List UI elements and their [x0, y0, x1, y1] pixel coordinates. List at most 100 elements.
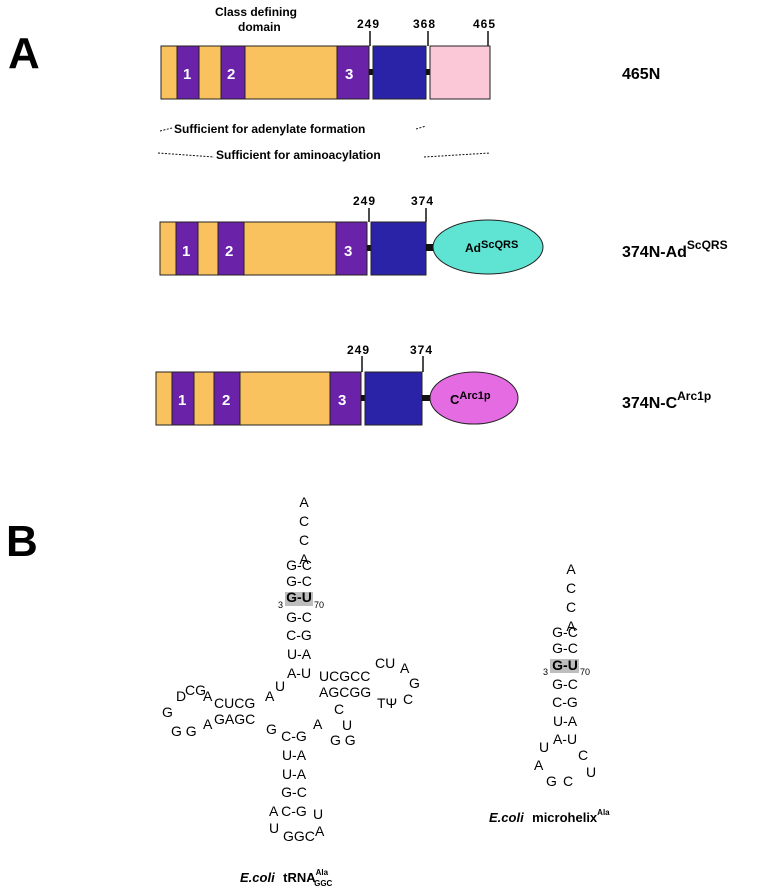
anticodon-a2: A	[315, 823, 325, 839]
motif-3-label: 3	[338, 392, 346, 409]
position-70: 70	[314, 600, 324, 610]
loop-g: G	[546, 773, 557, 789]
panel-b-letter: B	[6, 517, 38, 566]
sufficiency-notes: Sufficient for adenylate formation Suffi…	[157, 122, 491, 162]
construct-name-374n-ad: 374N-AdScQRS	[622, 238, 728, 261]
d-arm-d: D	[176, 688, 186, 704]
fusion-main: Ad	[465, 241, 481, 255]
linker	[367, 245, 371, 251]
anticodon-u: U	[269, 820, 279, 836]
bp: G-C	[286, 573, 312, 589]
bp: G-C	[552, 676, 578, 692]
bp: G-C	[286, 557, 312, 573]
fusion-ellipse-adscqrs	[432, 219, 544, 275]
bp: G-C	[552, 640, 578, 656]
d-arm-g: G	[162, 704, 173, 720]
fusion-sup: Arc1p	[459, 390, 490, 402]
bp: A-U	[287, 665, 311, 681]
bp: C-G	[286, 627, 312, 643]
caption-sup: Ala	[316, 868, 329, 877]
junction-g: G	[266, 721, 277, 737]
motif-2-label: 2	[222, 392, 230, 409]
variable-gg: G G	[330, 732, 356, 748]
segment-orange	[193, 371, 215, 426]
segment-orange	[244, 45, 338, 100]
t-loop-g: G	[409, 675, 420, 691]
note-adenylate: Sufficient for adenylate formation	[174, 122, 365, 136]
d-arm-gg: G G	[171, 723, 197, 739]
motif-3-box	[336, 45, 370, 100]
segment-orange	[197, 221, 219, 276]
linker	[422, 395, 432, 401]
pink-domain	[429, 45, 491, 100]
hinge-a: A	[265, 688, 275, 704]
motif-3-label: 3	[344, 243, 352, 260]
microhelix-caption: E.coli microhelixAla	[489, 808, 610, 826]
dash-right	[423, 152, 491, 158]
dash-left	[157, 152, 215, 158]
construct-name-465n: 465N	[622, 66, 660, 83]
anticodon-bp: C-G	[281, 728, 307, 744]
dash-right	[415, 125, 427, 130]
linker	[426, 244, 434, 251]
d-arm-a2: A	[203, 716, 213, 732]
linker	[361, 395, 365, 401]
nt: A	[566, 618, 576, 634]
anticodon-u: U	[313, 806, 323, 822]
d-arm-a: A	[203, 688, 213, 704]
t-loop-cu: CU	[375, 655, 395, 671]
anticodon-bp: U-A	[282, 766, 307, 782]
linker	[426, 69, 430, 75]
caption-species: E.coli	[240, 870, 275, 885]
motif-2-box	[220, 45, 246, 100]
bp: U-A	[553, 713, 578, 729]
nt: A	[566, 561, 576, 577]
bp: G-C	[286, 609, 312, 625]
segment-orange	[155, 371, 173, 426]
note-aminoacylation: Sufficient for aminoacylation	[216, 148, 381, 162]
class-domain-label-line2: domain	[238, 20, 281, 34]
number-465: 465	[473, 17, 496, 31]
segment-orange	[198, 45, 222, 100]
caption-sub: GGC	[314, 879, 332, 888]
motif-3-box	[335, 221, 368, 276]
number-374: 374	[410, 343, 433, 357]
g-u-highlight	[550, 659, 579, 673]
anticodon-a: A	[269, 803, 279, 819]
bp: G-C	[552, 624, 578, 640]
d-arm-gagc: GAGC	[214, 711, 255, 727]
number-249: 249	[357, 17, 380, 31]
bp: U-A	[287, 646, 312, 662]
motif-1-label: 1	[178, 392, 186, 409]
segment-orange	[160, 45, 178, 100]
motif-2-box	[213, 371, 241, 426]
construct-465n: 1 2 3 249 368 465 465N	[160, 17, 660, 100]
motif-2-label: 2	[225, 243, 233, 260]
caption-sup: Ala	[597, 808, 610, 817]
bp: A-U	[553, 731, 577, 747]
motif-3-label: 3	[345, 66, 353, 83]
trna-ala-structure: A C C A G-C G-U G-C G-C C-G U-A A-U 3 70…	[162, 494, 420, 888]
motif-2-label: 2	[227, 66, 235, 83]
bp: C-G	[552, 694, 578, 710]
motif-2-box	[217, 221, 245, 276]
bp-g-u: G-U	[286, 589, 312, 605]
fusion-main: C	[450, 392, 460, 407]
blue-domain	[372, 45, 427, 100]
nt: C	[299, 513, 309, 529]
microhelix-ala-structure: A C C A G-C G-C G-U G-C C-G U-A A-U 3 70…	[489, 561, 610, 826]
anticodon-bp: G-C	[281, 784, 307, 800]
caption-species: E.coli	[489, 810, 524, 825]
nt: A	[299, 551, 309, 567]
t-loop-c: C	[403, 691, 413, 707]
name-sup: Arc1p	[677, 389, 711, 403]
caption-main: tRNA	[283, 870, 316, 885]
number-374: 374	[411, 194, 434, 208]
loop-c2: C	[578, 747, 588, 763]
blue-domain	[370, 221, 427, 276]
panel-a-letter: A	[8, 29, 40, 78]
segment-orange	[239, 371, 331, 426]
hinge-u: U	[275, 678, 285, 694]
